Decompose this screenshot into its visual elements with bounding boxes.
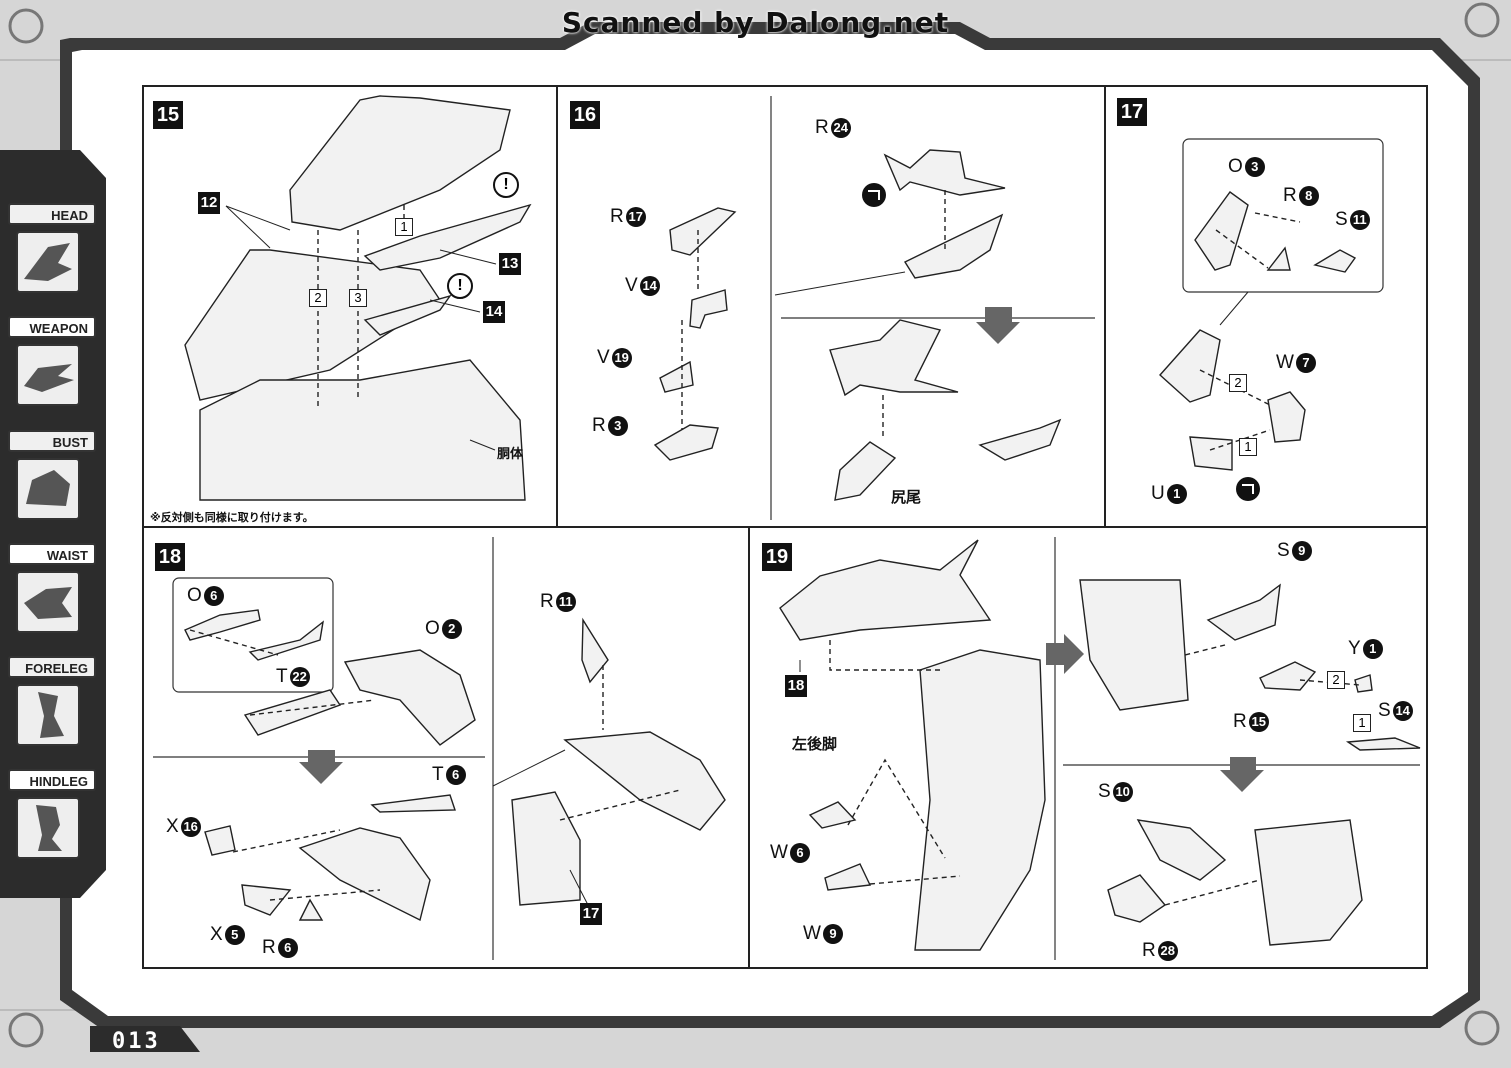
order-step-1: 1 xyxy=(1353,714,1371,732)
part-ref-13: 13 xyxy=(499,253,521,275)
sidebar-tab-hindleg[interactable]: HINDLEG xyxy=(8,769,96,859)
sidebar-tab-label: FORELEG xyxy=(8,656,96,678)
sidebar-tab-head[interactable]: HEAD xyxy=(8,203,96,293)
step-19-number: 19 xyxy=(762,543,792,571)
sidebar-tab-label: HEAD xyxy=(8,203,96,225)
order-step-2: 2 xyxy=(1327,671,1345,689)
weapon-part-icon xyxy=(16,344,80,406)
sidebar-tab-label: BUST xyxy=(8,430,96,452)
part-ref-12: 12 xyxy=(198,192,220,214)
step-16-number: 16 xyxy=(570,101,600,129)
sidebar-tab-label: WEAPON xyxy=(8,316,96,338)
order-step-2: 2 xyxy=(309,289,327,307)
caution-icon: ! xyxy=(447,273,473,299)
page-number: 013 xyxy=(112,1029,161,1054)
bust-part-icon xyxy=(16,458,80,520)
sidebar-tab-weapon[interactable]: WEAPON xyxy=(8,316,96,406)
step-15-number: 15 xyxy=(153,101,183,129)
snap-fit-icon xyxy=(1236,477,1260,501)
caution-icon: ! xyxy=(493,172,519,198)
step-15-note: ※反対側も同様に取り付けます。 xyxy=(150,511,314,524)
order-step-2: 2 xyxy=(1229,374,1247,392)
sidebar-tab-foreleg[interactable]: FORELEG xyxy=(8,656,96,746)
body-label: 胴体 xyxy=(497,447,524,462)
snap-fit-icon xyxy=(862,183,886,207)
sidebar-tab-label: HINDLEG xyxy=(8,769,96,791)
part-ref-14: 14 xyxy=(483,301,505,323)
sidebar-tab-waist[interactable]: WAIST xyxy=(8,543,96,633)
sidebar-tab-label: WAIST xyxy=(8,543,96,565)
part-ref-17: 17 xyxy=(580,903,602,925)
head-part-icon xyxy=(16,231,80,293)
order-step-1: 1 xyxy=(395,218,413,236)
order-step-1: 1 xyxy=(1239,438,1257,456)
foreleg-part-icon xyxy=(16,684,80,746)
scan-watermark: Scanned by Dalong.net xyxy=(561,6,950,39)
part-ref-18: 18 xyxy=(785,675,807,697)
step-17-number: 17 xyxy=(1117,98,1147,126)
step-18-number: 18 xyxy=(155,543,185,571)
waist-part-icon xyxy=(16,571,80,633)
sidebar-tab-bust[interactable]: BUST xyxy=(8,430,96,520)
left-hindleg-label: 左後脚 xyxy=(792,735,838,753)
tail-label: 尻尾 xyxy=(891,488,922,506)
hindleg-part-icon xyxy=(16,797,80,859)
order-step-3: 3 xyxy=(349,289,367,307)
